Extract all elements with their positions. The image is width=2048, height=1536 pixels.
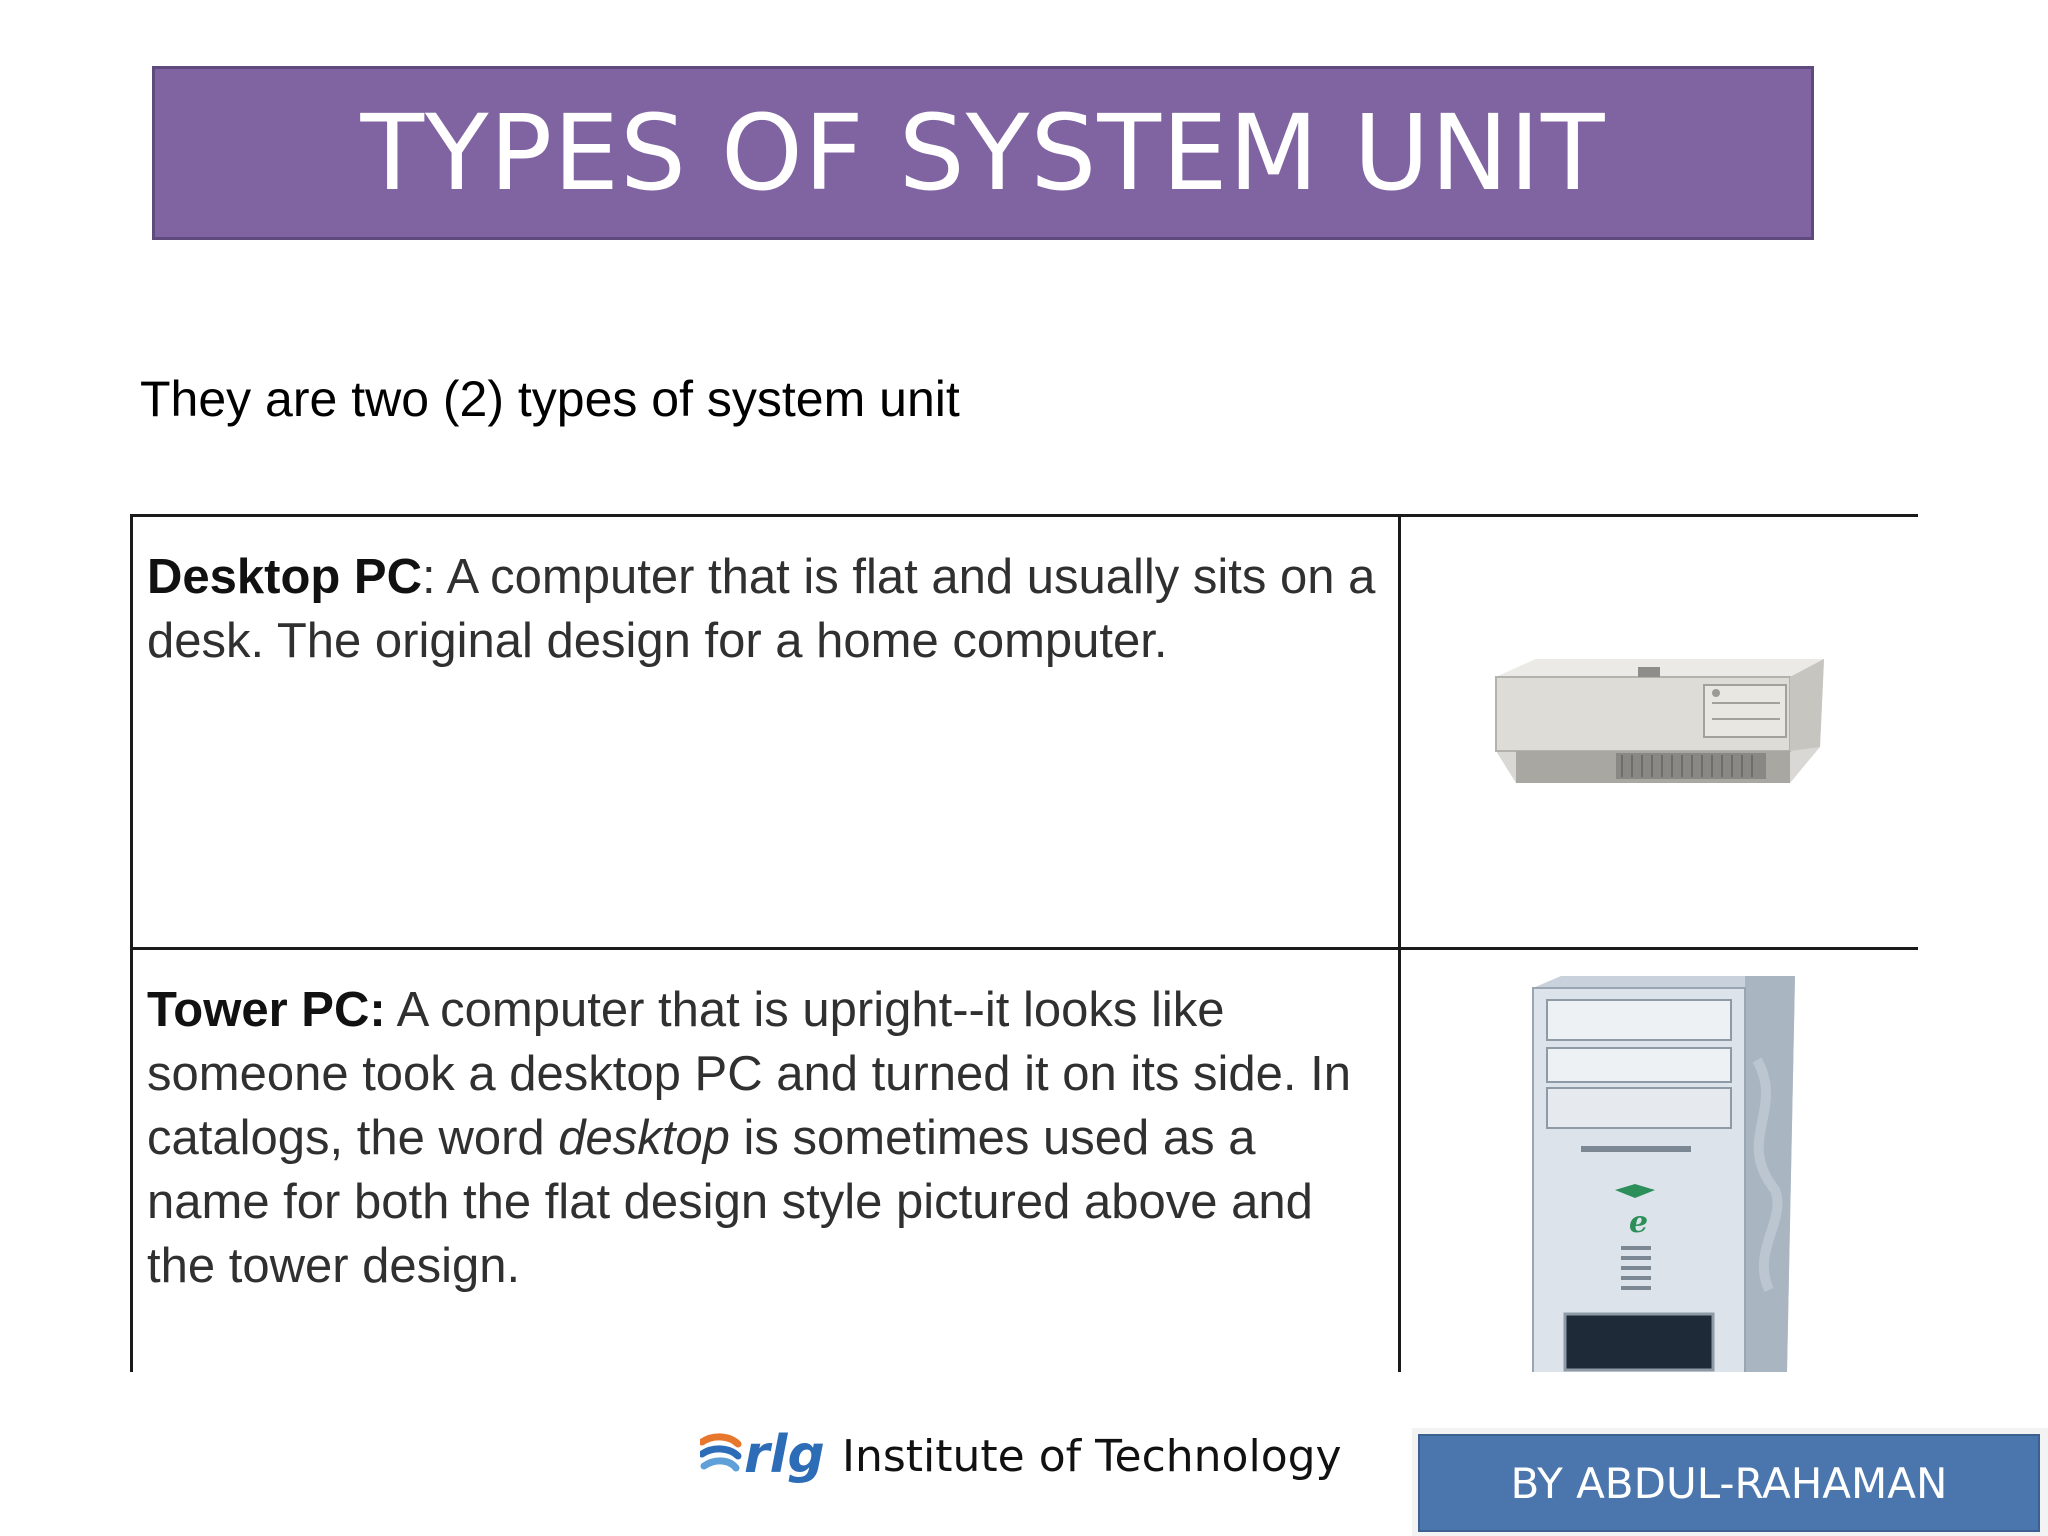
intro-text: They are two (2) types of system unit	[140, 371, 960, 427]
author-banner: BY ABDUL-RAHAMAN	[1418, 1434, 2040, 1532]
svg-text:rlg: rlg	[744, 1426, 825, 1485]
slide-title: TYPES OF SYSTEM UNIT	[360, 92, 1606, 214]
desktop-term: Desktop PC	[147, 550, 423, 604]
tower-description-cell: Tower PC: A computer that is upright--it…	[130, 947, 1401, 1372]
tower-definition-emphasis: desktop	[558, 1111, 730, 1165]
tower-image-cell: e	[1398, 947, 1918, 1372]
svg-text:e: e	[1629, 1205, 1648, 1240]
tower-pc-icon: e	[1531, 975, 1795, 1372]
desktop-definition: A computer that is flat and usually sits…	[147, 550, 1376, 668]
institute-logo: rlg Institute of Technology	[700, 1426, 1342, 1486]
author-box: BY ABDUL-RAHAMAN	[1412, 1428, 2048, 1536]
table-row-desktop: Desktop PC: A computer that is flat and …	[130, 514, 1918, 950]
title-banner: TYPES OF SYSTEM UNIT	[152, 66, 1814, 240]
desktop-image-cell	[1398, 514, 1918, 950]
author-name: BY ABDUL-RAHAMAN	[1510, 1458, 1948, 1508]
institute-name: Institute of Technology	[842, 1430, 1342, 1482]
desktop-description-cell: Desktop PC: A computer that is flat and …	[130, 514, 1401, 950]
desktop-term-separator: :	[422, 550, 436, 604]
rlg-logo-icon: rlg	[700, 1426, 825, 1485]
system-unit-table: Desktop PC: A computer that is flat and …	[130, 514, 1918, 1372]
desktop-pc-icon	[1494, 658, 1824, 783]
tower-term: Tower PC:	[147, 983, 386, 1037]
tower-definition-part1: A computer that is upright--it looks lik…	[147, 983, 1351, 1165]
tower-definition-part2: is sometimes used as a name for both the…	[147, 1111, 1313, 1293]
table-row-tower: Tower PC: A computer that is upright--it…	[130, 947, 1918, 1372]
